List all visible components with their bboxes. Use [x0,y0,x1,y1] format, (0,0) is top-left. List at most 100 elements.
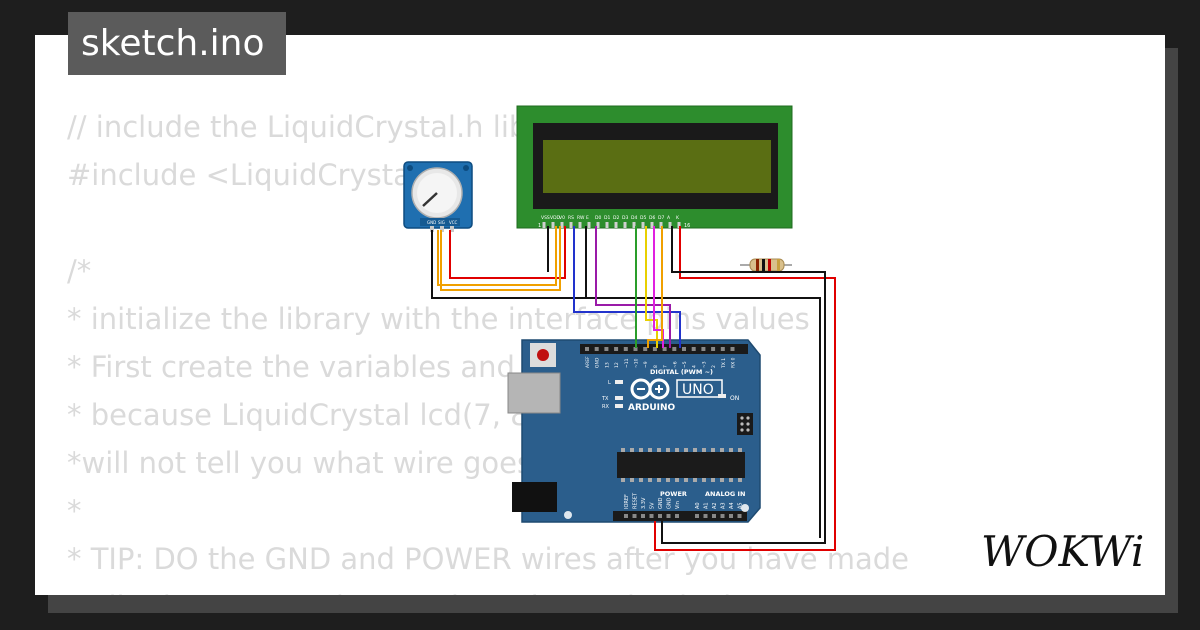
wire-d7 [647,226,663,348]
lcd-pin[interactable] [587,222,591,228]
power-pin[interactable] [675,514,679,518]
lcd-pin[interactable] [605,222,609,228]
digital-pin-label: ~5 [682,361,688,368]
lcd-pin-first: 1 [538,223,541,229]
lcd-pin[interactable] [596,222,600,228]
lcd-pin[interactable] [551,222,555,228]
power-pin-label: IOREF [624,494,630,509]
lcd-pin[interactable] [659,222,663,228]
digital-pin[interactable] [594,347,599,351]
power-pin[interactable] [666,514,671,518]
power-pin-label: GND [658,497,664,509]
power-pin[interactable] [624,514,628,518]
atmega-chip [617,452,745,478]
reset-button[interactable] [537,349,549,361]
digital-pin[interactable] [623,347,628,351]
wire-pot-vcc [449,226,566,279]
lcd-pin[interactable] [578,222,582,228]
digital-pin-label: 7 [663,365,669,368]
model-label: UNO [682,382,714,398]
analog-pin-label: A0 [695,502,701,509]
analog-pin[interactable] [703,514,708,518]
digital-pin[interactable] [652,347,657,351]
led-rx-label: RX [602,404,609,410]
digital-pin-label: RX 0 [731,357,737,368]
lcd-pin-label: D7 [658,215,664,221]
analog-pin-label: A3 [721,502,727,509]
code-line: /* [67,254,92,288]
digital-pin[interactable] [711,347,716,351]
lcd-pin[interactable] [614,222,618,228]
digital-pin-label: ~10 [634,358,640,368]
digital-pin[interactable] [672,347,677,351]
lcd-pin-label: V0 [559,215,565,221]
led-l-label: L [608,380,611,386]
file-name-tab[interactable]: sketch.ino [68,12,286,75]
lcd-pin[interactable] [668,222,672,228]
wokwi-logo-text: WOKWi [981,527,1144,576]
lcd-pin-label: D4 [631,215,637,221]
digital-pin[interactable] [643,347,648,351]
power-pin-label: RESET [633,492,639,509]
analog-pin-label: A2 [712,502,718,509]
analog-pin[interactable] [712,514,716,518]
lcd-pin[interactable] [650,222,654,228]
digital-pin-label: ~11 [624,358,630,368]
wire-pot-signal-b [437,226,557,286]
lcd-pin-label: D5 [640,215,646,221]
digital-pin[interactable] [720,347,725,351]
digital-pin[interactable] [682,347,686,351]
digital-pin[interactable] [730,347,735,351]
lcd-pin-label: RS [568,215,574,221]
power-pin-label: 5V [650,502,656,509]
analog-pin[interactable] [729,514,733,518]
arduino-logo [630,378,670,400]
lcd-pin[interactable] [569,222,573,228]
power-pin-label: 3.3V [641,497,647,509]
digital-pin[interactable] [701,347,706,351]
lcd-pin-label: VSS [541,215,550,221]
digital-pin[interactable] [585,347,589,351]
pot-pin-label: SIG [438,220,445,225]
lcd-pin[interactable] [641,222,645,228]
pot-pin-label: GND [427,220,436,225]
digital-pin[interactable] [662,347,667,351]
wire-e [595,226,671,348]
wire-5v [654,226,836,551]
lcd-pin-label: D3 [622,215,628,221]
analog-pin[interactable] [720,514,725,518]
power-pin[interactable] [649,514,654,518]
power-pin[interactable] [641,514,645,518]
lcd-pin[interactable] [623,222,627,228]
power-pin[interactable] [632,514,637,518]
wire-d5 [645,226,658,348]
analog-pin[interactable] [737,514,742,518]
digital-pin-label: 8 [653,365,659,368]
resistor[interactable] [740,258,792,272]
digital-pin[interactable] [614,347,619,351]
digital-pin-label: 2 [711,365,717,368]
power-pin-label: GND [667,497,673,509]
lcd-pin[interactable] [632,222,636,228]
digital-pin-label: 4 [692,365,698,368]
lcd-pin-label: RW [577,215,585,221]
lcd-pin[interactable] [677,222,681,228]
lcd-pin[interactable] [560,222,564,228]
wokwi-logo: WOKWi [975,520,1155,584]
wire-gnd [661,226,826,544]
analog-pin-label: A1 [704,502,710,509]
digital-pin-label: ~9 [643,361,649,368]
digital-pin-label: 13 [604,362,610,368]
digital-pin[interactable] [633,347,638,351]
digital-pin[interactable] [604,347,609,351]
power-pin[interactable] [658,514,662,518]
potentiometer[interactable]: GND SIG VCC [403,161,473,232]
digital-pin[interactable] [691,347,696,351]
lcd-pin[interactable] [542,222,546,228]
power-jack [512,482,557,512]
analog-pin[interactable] [695,514,699,518]
led-tx-label: TX [601,396,609,402]
usb-port [507,372,561,414]
